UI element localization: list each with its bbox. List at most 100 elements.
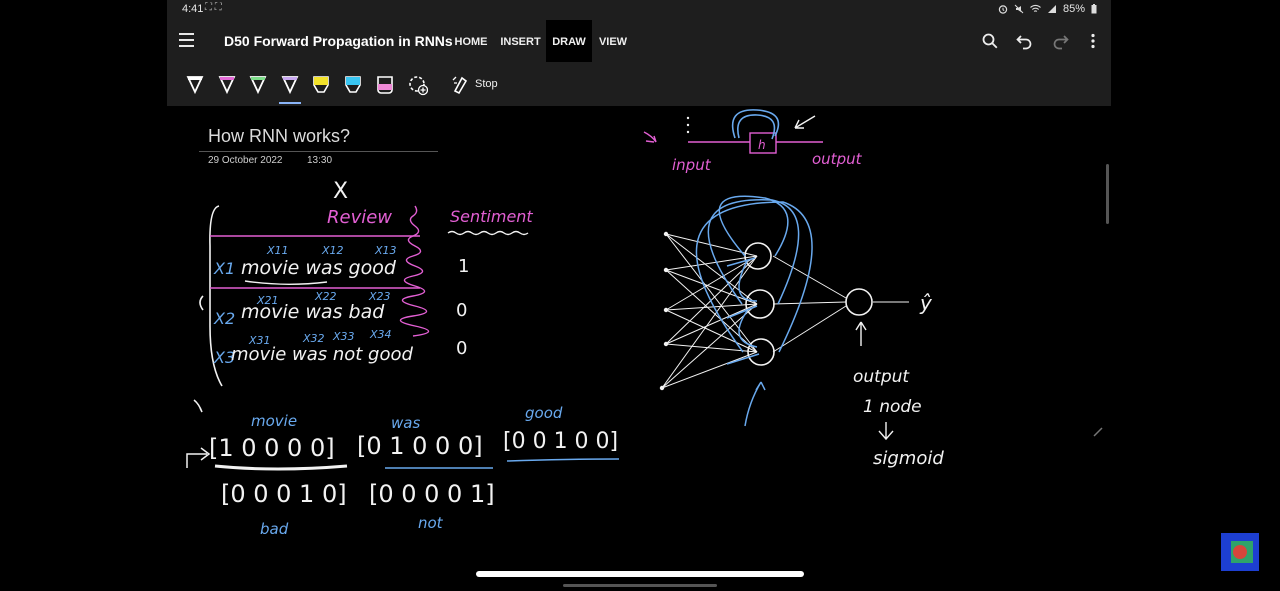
page-time: 13:30	[307, 155, 333, 166]
ink-row3-review: movie was not good	[231, 344, 413, 365]
ink-one-node-label: 1 node	[863, 397, 922, 417]
tab-draw[interactable]: DRAW	[546, 20, 592, 62]
alarm-icon	[998, 5, 1008, 14]
ink-review-header: Review	[327, 207, 392, 228]
ink-x12: X12	[321, 244, 344, 257]
wifi-icon	[1030, 4, 1041, 12]
status-time: 4:41	[182, 3, 204, 15]
ink-hidden-nodes	[744, 242, 775, 366]
ink-vector-movie: [1 0 0 0 0]	[209, 434, 335, 462]
status-notification-icons: ⛶ ⛶	[205, 2, 222, 13]
ink-vector-not: [0 0 0 0 1]	[369, 480, 495, 508]
ink-down-arrow	[878, 422, 894, 441]
battery-percent: 85%	[1062, 3, 1085, 15]
ink-vector-good: [0 0 1 0 0]	[503, 429, 618, 454]
page-name: D50 Forward Propagation in RNNs	[224, 33, 453, 49]
app-header: D50 Forward Propagation in RNNs HOME INS…	[167, 20, 1111, 62]
ink-x31: X31	[248, 334, 271, 347]
ink-recurrent-loop-1	[731, 109, 780, 139]
ink-arrow-right	[186, 447, 211, 468]
ink-arrow-down	[193, 399, 203, 413]
ink-word-good: good	[525, 404, 563, 422]
ink-recurrent-connections	[695, 195, 813, 365]
thumbnail-overlay-icon	[1221, 533, 1259, 571]
add-pen-icon[interactable]	[408, 74, 428, 96]
ink-x21: X21	[256, 294, 279, 307]
ink-vector-bad: [0 0 0 1 0]	[221, 480, 347, 508]
handwritten-ink: X Review Sentiment X11 X12 X13 X1 movie …	[186, 109, 1103, 538]
highlighter-pink-icon[interactable]	[376, 74, 394, 96]
pen-white-icon[interactable]	[186, 74, 204, 96]
redo-icon[interactable]	[1050, 31, 1070, 51]
highlighter-cyan-icon[interactable]	[344, 74, 362, 96]
pen-pink-icon[interactable]	[218, 74, 236, 96]
ink-x-label: X	[333, 179, 348, 204]
status-bar: 4:41 ⛶ ⛶ 85%	[167, 0, 1111, 20]
ink-to-shape-icon[interactable]	[451, 74, 469, 96]
ink-x22: X22	[314, 290, 337, 303]
ink-x23: X23	[368, 290, 391, 303]
tab-view[interactable]: VIEW	[598, 36, 628, 48]
ink-x11: X11	[266, 244, 289, 257]
ink-network-edges	[661, 233, 909, 389]
ink-recurrent-loop-2	[737, 114, 776, 140]
tab-home[interactable]: HOME	[454, 36, 488, 48]
draw-toolbar: Stop	[167, 62, 1111, 106]
tab-insert[interactable]: INSERT	[500, 36, 541, 48]
vertical-scrollbar[interactable]	[1106, 164, 1109, 224]
title-divider	[199, 151, 438, 152]
onenote-window: 4:41 ⛶ ⛶ 85% D50 Forward Propagation in …	[167, 0, 1111, 580]
ink-yhat: ŷ	[919, 291, 933, 315]
battery-icon	[1091, 4, 1097, 14]
ink-output-node-label: output	[853, 367, 910, 387]
ink-vector-was: [0 1 0 0 0]	[357, 432, 483, 460]
ink-pink-brace	[399, 205, 430, 337]
ink-x32: X32	[302, 332, 325, 345]
page-title: How RNN works?	[208, 126, 351, 146]
page-date: 29 October 2022	[208, 155, 283, 166]
ink-row3-sentiment: 0	[456, 338, 467, 359]
ink-vector-good-underline	[506, 458, 620, 462]
ink-rnn-h: h	[758, 138, 766, 152]
home-indicator[interactable]	[476, 571, 804, 577]
ink-brace-tip	[199, 295, 204, 311]
ink-sentiment-underline	[447, 230, 529, 236]
taskbar-handle	[563, 584, 717, 587]
pen-lavender-icon[interactable]	[281, 74, 299, 96]
ink-word-was: was	[391, 414, 420, 432]
ink-row2-sentiment: 0	[456, 300, 467, 321]
selected-pen-indicator	[279, 102, 301, 104]
ink-left-brace	[209, 205, 223, 387]
more-icon[interactable]	[1083, 31, 1103, 51]
ink-word-bad: bad	[260, 520, 289, 538]
stop-button[interactable]: Stop	[475, 78, 498, 90]
highlighter-yellow-icon[interactable]	[312, 74, 330, 96]
ink-row1-sentiment: 1	[458, 256, 469, 277]
ink-row1-label: X1	[213, 259, 235, 278]
ink-pink-arrow	[643, 131, 657, 143]
pen-cursor-icon	[1093, 427, 1103, 437]
ink-output-label: output	[812, 150, 863, 168]
ink-blue-arrow	[744, 381, 766, 427]
ink-input-label: input	[672, 156, 712, 174]
ink-x13: X13	[374, 244, 397, 257]
signal-icon	[1047, 5, 1056, 13]
ink-rnn-box	[749, 132, 777, 154]
ink-row2-review: movie was bad	[241, 301, 385, 323]
ink-input-nodes	[659, 231, 669, 391]
menu-icon[interactable]	[179, 33, 194, 47]
ink-white-arrow	[794, 115, 816, 129]
note-canvas[interactable]: How RNN works? 29 October 2022 13:30 X R…	[167, 106, 1111, 580]
status-right: 85%	[998, 3, 1097, 15]
ink-word-not: not	[418, 514, 444, 532]
ink-word-movie: movie	[251, 412, 297, 430]
search-icon[interactable]	[980, 31, 1000, 51]
undo-icon[interactable]	[1015, 31, 1035, 51]
mute-icon	[1014, 4, 1024, 14]
ink-up-arrow	[855, 321, 867, 346]
pen-green-icon[interactable]	[249, 74, 267, 96]
ink-row3-label: X3	[213, 348, 235, 367]
ink-sentiment-header: Sentiment	[450, 207, 533, 226]
ink-vector-movie-underline	[214, 464, 348, 471]
ink-x33: X33	[332, 330, 355, 343]
